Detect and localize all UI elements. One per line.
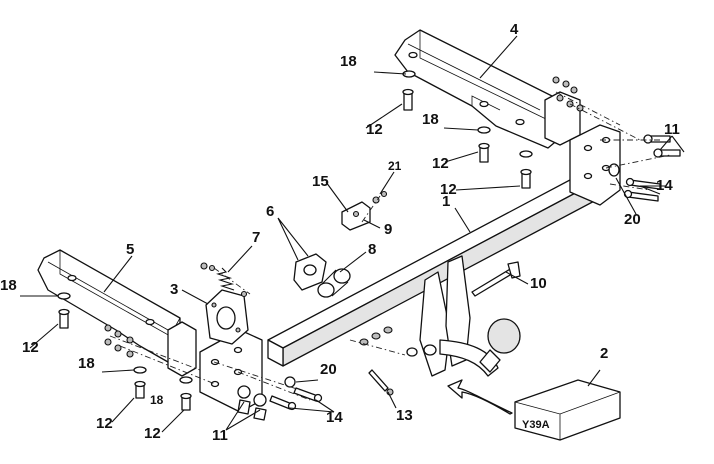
label-part-18-bottom: 18 (150, 393, 164, 407)
label-part-15: 15 (312, 173, 329, 190)
label-part-12-left: 12 (22, 339, 39, 356)
label-part-12-bottom: 12 (144, 425, 161, 442)
part-10-long-bolt (471, 261, 521, 297)
label-part-13: 13 (396, 407, 413, 424)
label-part-6: 6 (266, 203, 274, 220)
part-labels: 1 2 3 4 5 6 7 8 9 10 11 11 12 12 12 12 1… (0, 21, 680, 444)
part-1-main-beam (199, 124, 621, 413)
label-part-20-right: 20 (624, 211, 641, 228)
label-part-14-right: 14 (656, 177, 673, 194)
label-part-11-right: 11 (664, 121, 680, 138)
part-2-box (514, 379, 621, 441)
label-part-18-mid: 18 (422, 111, 439, 128)
part-3-socket-plate (205, 289, 249, 345)
label-part-18-top: 18 (340, 53, 357, 70)
part-9-small-bracket (341, 190, 388, 231)
label-part-20-bottom: 20 (320, 361, 337, 378)
fasteners (57, 70, 681, 421)
label-part-3: 3 (170, 281, 178, 298)
label-part-14-bottom: 14 (326, 409, 343, 426)
assembly-axes (109, 91, 671, 401)
label-part-2: 2 (600, 345, 608, 362)
label-part-7: 7 (252, 229, 260, 246)
label-part-10: 10 (530, 275, 547, 292)
towball-assembly (359, 255, 521, 377)
leader-lines (20, 35, 685, 433)
label-part-11-bottom: 11 (212, 427, 228, 444)
label-part-12-bottom-left: 12 (96, 415, 113, 432)
label-part-9: 9 (384, 221, 392, 238)
part-5-left-bracket (37, 249, 197, 377)
part-13-bolt (368, 369, 394, 396)
assembly-arrow (447, 379, 513, 415)
box-code-label: Y39A (522, 419, 550, 431)
label-part-12-beam: 12 (440, 181, 457, 198)
part-8-sleeve (317, 268, 351, 298)
part-7-spring (200, 262, 248, 298)
label-part-1: 1 (442, 193, 450, 210)
label-part-12-mid: 12 (432, 155, 449, 172)
label-part-8: 8 (368, 241, 376, 258)
label-part-18-left: 18 (0, 277, 17, 294)
label-part-12-top: 12 (366, 121, 383, 138)
label-part-5: 5 (126, 241, 134, 258)
label-part-4: 4 (510, 21, 519, 38)
label-part-18-bottom-left: 18 (78, 355, 95, 372)
label-part-21: 21 (388, 159, 402, 173)
part-6-rubber-block (293, 253, 327, 291)
